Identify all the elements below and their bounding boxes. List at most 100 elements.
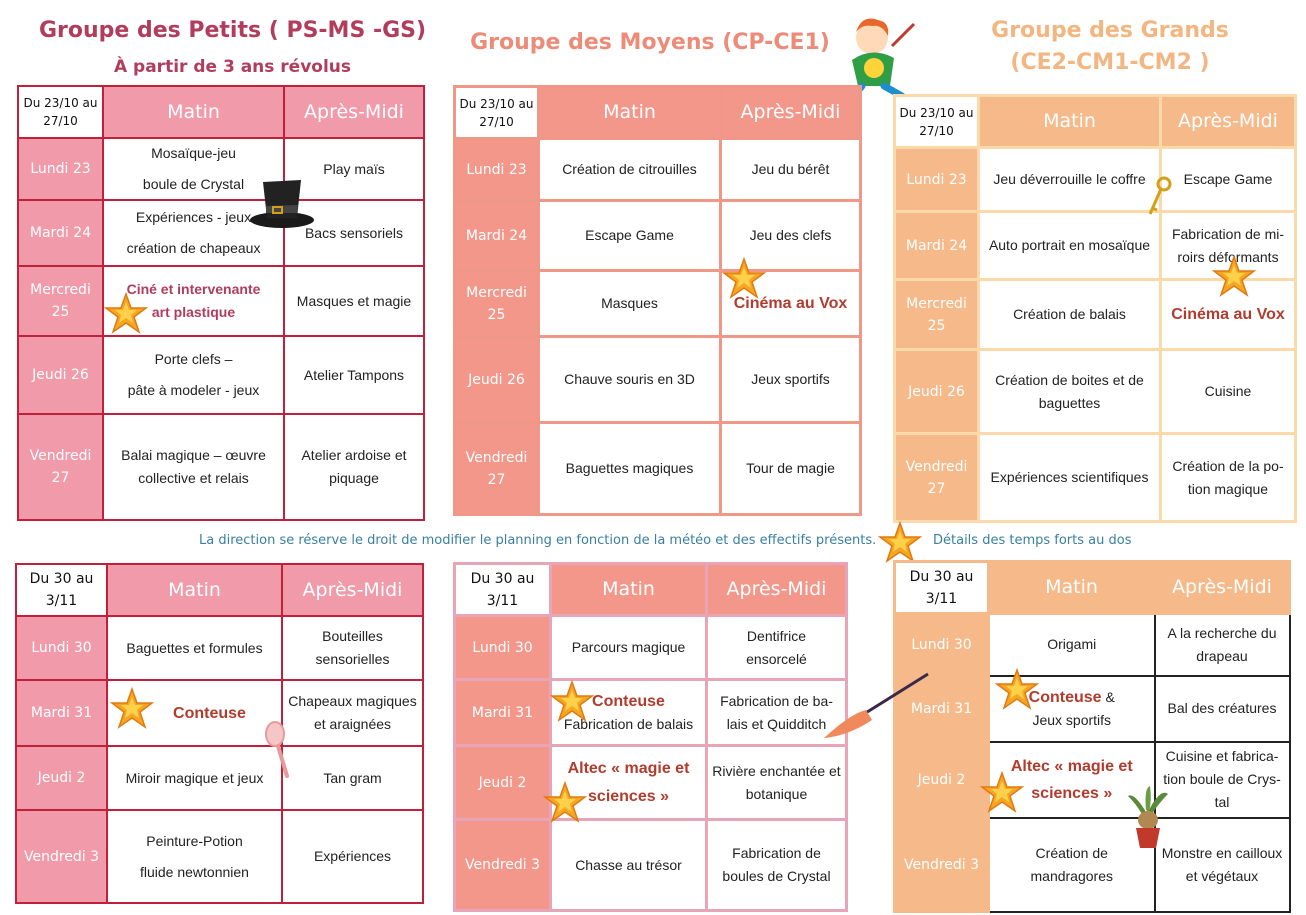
activity-cell: Cuisine et fabrica-tion boule de Crys-ta… bbox=[1153, 740, 1291, 819]
activity-cell: Chauve souris en 3D bbox=[537, 335, 722, 424]
activity-cell: Création de la po-tion magique bbox=[1159, 432, 1297, 523]
header-apres-midi: Après-Midi bbox=[719, 85, 862, 140]
activity-cell: Escape Game bbox=[537, 199, 722, 272]
day-label: Vendredi 3 bbox=[453, 818, 552, 912]
star-icon bbox=[996, 669, 1038, 709]
activity-cell: Miroir magique et jeux bbox=[106, 745, 283, 811]
star-icon bbox=[111, 688, 153, 728]
activity-cell: Bacs sensoriels bbox=[283, 199, 425, 267]
activity-cell: Porte clefs –pâte à modeler - jeux bbox=[102, 335, 285, 415]
header-matin: Matin bbox=[102, 85, 285, 139]
grands-group-title: Groupe des Grands (CE2-CM1-CM2 ) bbox=[900, 15, 1306, 79]
day-label: Vendredi 3 bbox=[15, 809, 108, 904]
grands-title-line2: (CE2-CM1-CM2 ) bbox=[1010, 50, 1210, 75]
star-icon bbox=[105, 293, 147, 333]
day-label: Mardi 24 bbox=[17, 199, 104, 267]
day-label: Lundi 30 bbox=[15, 615, 108, 681]
header-apres-midi: Après-Midi bbox=[283, 85, 425, 139]
activity-cell: Fabrication de ba-lais et Quidditch bbox=[705, 678, 848, 747]
header-matin: Matin bbox=[987, 560, 1156, 615]
day-label: Mardi 24 bbox=[893, 210, 980, 281]
activity-cell: Cinéma au Vox bbox=[1159, 278, 1297, 351]
day-label: Jeudi 2 bbox=[893, 740, 990, 819]
activity-cell: Cuisine bbox=[1159, 348, 1297, 435]
activity-cell: Masques et magie bbox=[283, 265, 425, 337]
golden-key-icon bbox=[1148, 176, 1172, 215]
header-matin: Matin bbox=[549, 562, 708, 617]
header-apres-midi: Après-Midi bbox=[1153, 560, 1291, 615]
day-label: Mardi 31 bbox=[15, 679, 108, 747]
day-label: Lundi 30 bbox=[893, 612, 990, 677]
petits-age-subtitle: À partir de 3 ans révolus bbox=[113, 57, 352, 77]
activity-cell: Play maïs bbox=[283, 137, 425, 201]
details-note: Détails des temps forts au dos bbox=[933, 533, 1132, 548]
header-apres-midi: Après-Midi bbox=[705, 562, 848, 617]
activity-cell: Création de citrouilles bbox=[537, 137, 722, 202]
star-icon bbox=[544, 782, 586, 822]
activity-cell: Baguettes magiques bbox=[537, 421, 722, 516]
broom-icon bbox=[824, 672, 929, 738]
star-icon bbox=[879, 522, 921, 562]
header-matin: Matin bbox=[977, 94, 1162, 149]
day-label: Mardi 31 bbox=[453, 678, 552, 747]
activity-cell: Création de balais bbox=[977, 278, 1162, 351]
activity-cell: Origami bbox=[987, 612, 1156, 677]
star-icon bbox=[723, 258, 765, 298]
activity-cell: Auto portrait en mosaïque bbox=[977, 210, 1162, 281]
activity-cell: Expériences scientifiques bbox=[977, 432, 1162, 523]
activity-cell: Tan gram bbox=[281, 745, 424, 811]
star-icon bbox=[1213, 256, 1255, 296]
day-label: Vendredi 3 bbox=[893, 816, 990, 913]
header-matin: Matin bbox=[106, 563, 283, 617]
activity-cell: Jeu des clefs bbox=[719, 199, 862, 272]
day-label: Lundi 23 bbox=[453, 137, 540, 202]
activity-cell: Expériences bbox=[281, 809, 424, 904]
petits-group-title: Groupe des Petits ( PS-MS -GS) bbox=[38, 18, 427, 43]
activity-cell: Chasse au trésor bbox=[549, 818, 708, 912]
activity-cell: Tour de magie bbox=[719, 421, 862, 516]
header-apres-midi: Après-Midi bbox=[1159, 94, 1297, 149]
grands-title-line1: Groupe des Grands bbox=[991, 18, 1229, 43]
header-matin: Matin bbox=[537, 85, 722, 140]
day-label: Jeudi 2 bbox=[15, 745, 108, 811]
star-icon bbox=[551, 681, 593, 721]
day-label: Jeudi 26 bbox=[453, 335, 540, 424]
day-label: Jeudi 2 bbox=[453, 744, 552, 821]
activity-cell: Escape Game bbox=[1159, 146, 1297, 213]
header-apres-midi: Après-Midi bbox=[281, 563, 424, 617]
mandrake-plant-icon bbox=[1128, 786, 1168, 848]
activity-cell: Baguettes et formules bbox=[106, 615, 283, 681]
planning-disclaimer: La direction se réserve le droit de modi… bbox=[199, 533, 877, 548]
activity-cell: Masques bbox=[537, 269, 722, 338]
day-label: Lundi 23 bbox=[17, 137, 104, 201]
moyens-group-title: Groupe des Moyens (CP-CE1) bbox=[470, 30, 830, 55]
activity-cell: Parcours magique bbox=[549, 614, 708, 681]
activity-cell: Jeu déverrouille le coffre bbox=[977, 146, 1162, 213]
activity-cell: Fabrication de mi-roirs déformants bbox=[1159, 210, 1297, 281]
day-label: Lundi 23 bbox=[893, 146, 980, 213]
